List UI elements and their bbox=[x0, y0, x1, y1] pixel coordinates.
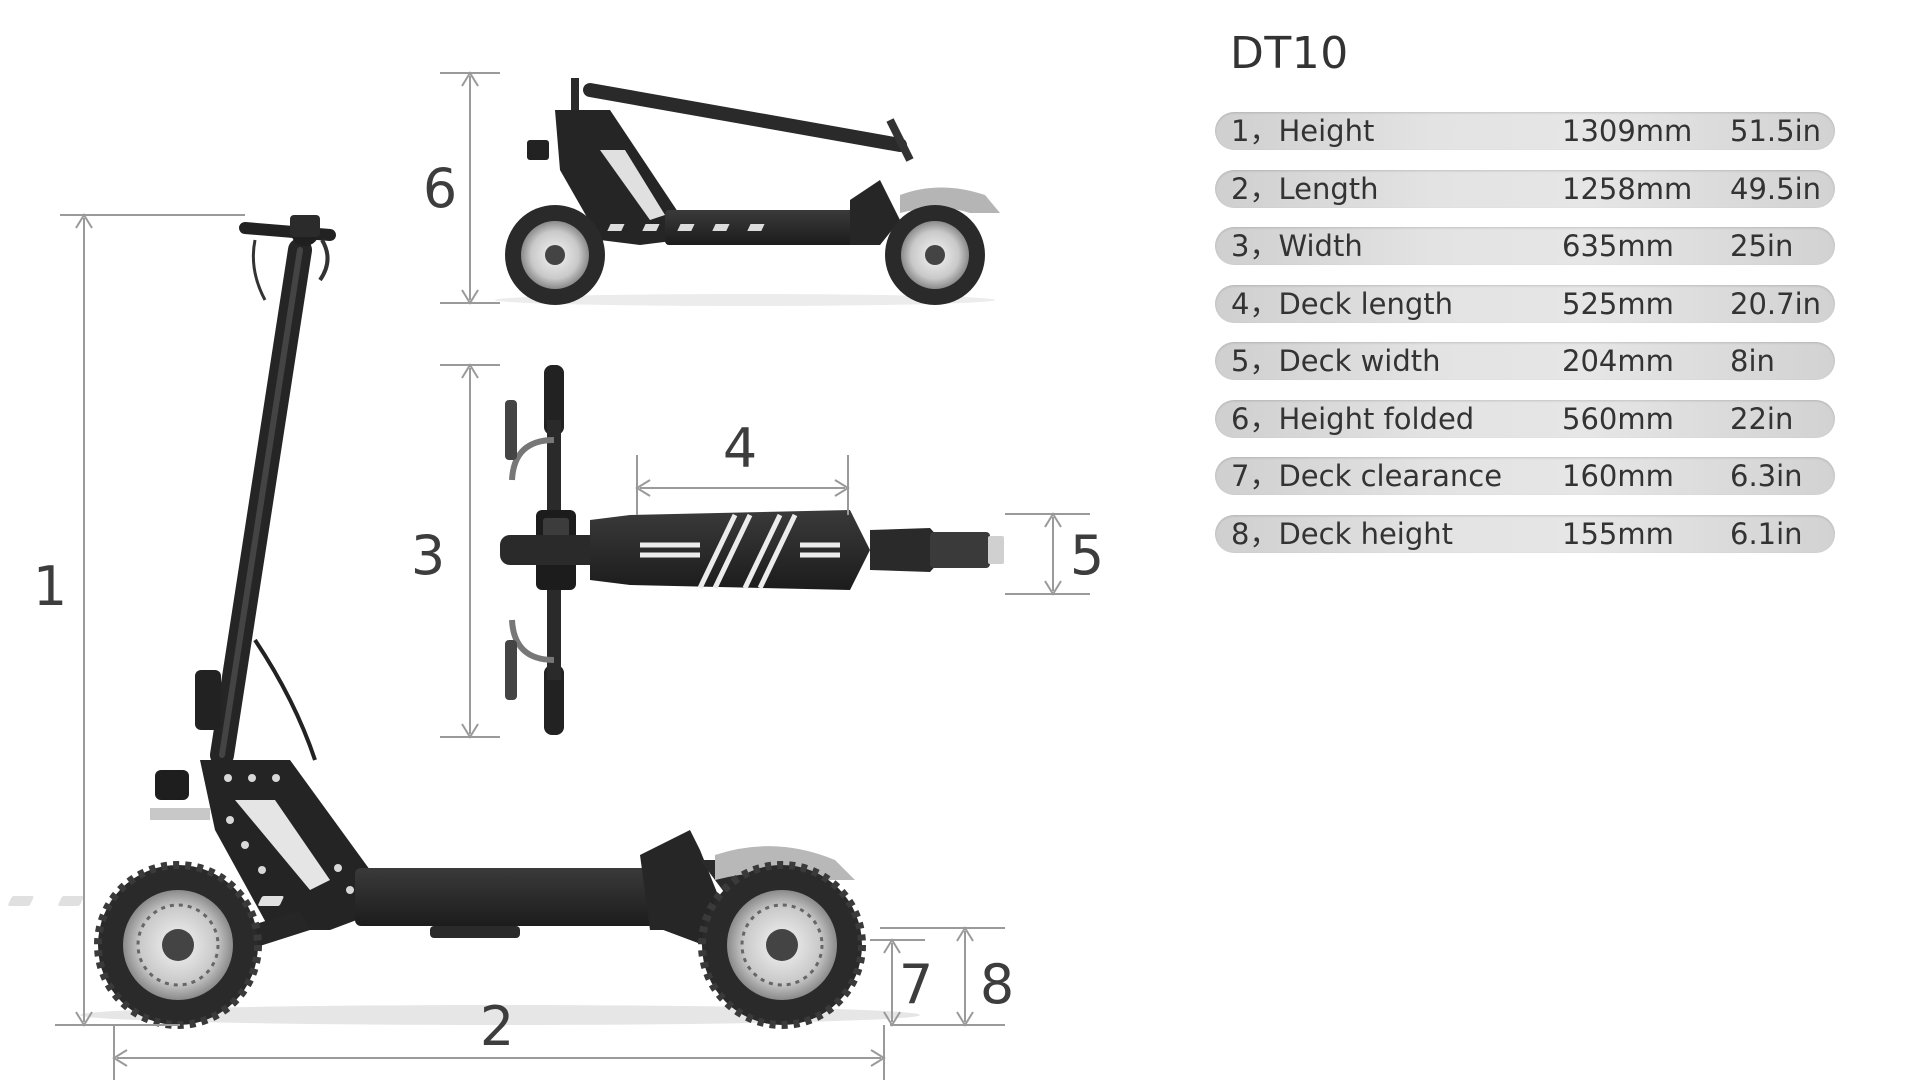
top-view-scooter bbox=[500, 365, 1004, 735]
spec-inch: 49.5in bbox=[1730, 172, 1822, 206]
spec-label: 4，Deck length bbox=[1231, 287, 1454, 321]
spec-inch: 8in bbox=[1730, 344, 1775, 378]
spec-row-height-folded: 6，Height folded 560mm 22in bbox=[1215, 400, 1835, 438]
spec-label: 7，Deck clearance bbox=[1231, 459, 1503, 493]
dimension-number-4: 4 bbox=[723, 417, 757, 480]
spec-row-length: 2，Length 1258mm 49.5in bbox=[1215, 170, 1835, 208]
spec-inch: 6.3in bbox=[1730, 459, 1803, 493]
spec-label: 8，Deck height bbox=[1231, 517, 1454, 551]
spec-inch: 51.5in bbox=[1730, 114, 1822, 148]
dimension-number-7: 7 bbox=[899, 953, 933, 1016]
model-title: DT10 bbox=[1230, 28, 1349, 79]
spec-label: 1，Height bbox=[1231, 114, 1375, 148]
spec-mm: 635mm bbox=[1562, 229, 1674, 263]
spec-inch: 20.7in bbox=[1730, 287, 1822, 321]
dimension-number-6: 6 bbox=[423, 157, 457, 220]
spec-label: 3，Width bbox=[1231, 229, 1363, 263]
spec-label: 6，Height folded bbox=[1231, 402, 1475, 436]
spec-mm: 525mm bbox=[1562, 287, 1674, 321]
spec-mm: 155mm bbox=[1562, 517, 1674, 551]
spec-row-height: 1，Height 1309mm 51.5in bbox=[1215, 112, 1835, 150]
spec-inch: 25in bbox=[1730, 229, 1794, 263]
side-view-scooter bbox=[8, 215, 920, 1029]
spec-label: 5，Deck width bbox=[1231, 344, 1441, 378]
dimension-number-3: 3 bbox=[411, 524, 445, 587]
folded-view-scooter bbox=[495, 78, 1000, 306]
dimension-number-2: 2 bbox=[480, 995, 514, 1058]
spec-row-width: 3，Width 635mm 25in bbox=[1215, 227, 1835, 265]
spec-mm: 560mm bbox=[1562, 402, 1674, 436]
spec-mm: 1309mm bbox=[1562, 114, 1693, 148]
spec-inch: 6.1in bbox=[1730, 517, 1803, 551]
spec-mm: 1258mm bbox=[1562, 172, 1693, 206]
spec-row-deck-clearance: 7，Deck clearance 160mm 6.3in bbox=[1215, 457, 1835, 495]
spec-label: 2，Length bbox=[1231, 172, 1379, 206]
dimension-number-5: 5 bbox=[1070, 524, 1104, 587]
dimension-lines bbox=[55, 71, 1090, 1080]
spec-row-deck-height: 8，Deck height 155mm 6.1in bbox=[1215, 515, 1835, 553]
spec-row-deck-width: 5，Deck width 204mm 8in bbox=[1215, 342, 1835, 380]
dimension-number-8: 8 bbox=[980, 953, 1014, 1016]
spec-mm: 204mm bbox=[1562, 344, 1674, 378]
spec-inch: 22in bbox=[1730, 402, 1794, 436]
dimension-number-1: 1 bbox=[33, 555, 67, 618]
spec-mm: 160mm bbox=[1562, 459, 1674, 493]
spec-row-deck-length: 4，Deck length 525mm 20.7in bbox=[1215, 285, 1835, 323]
